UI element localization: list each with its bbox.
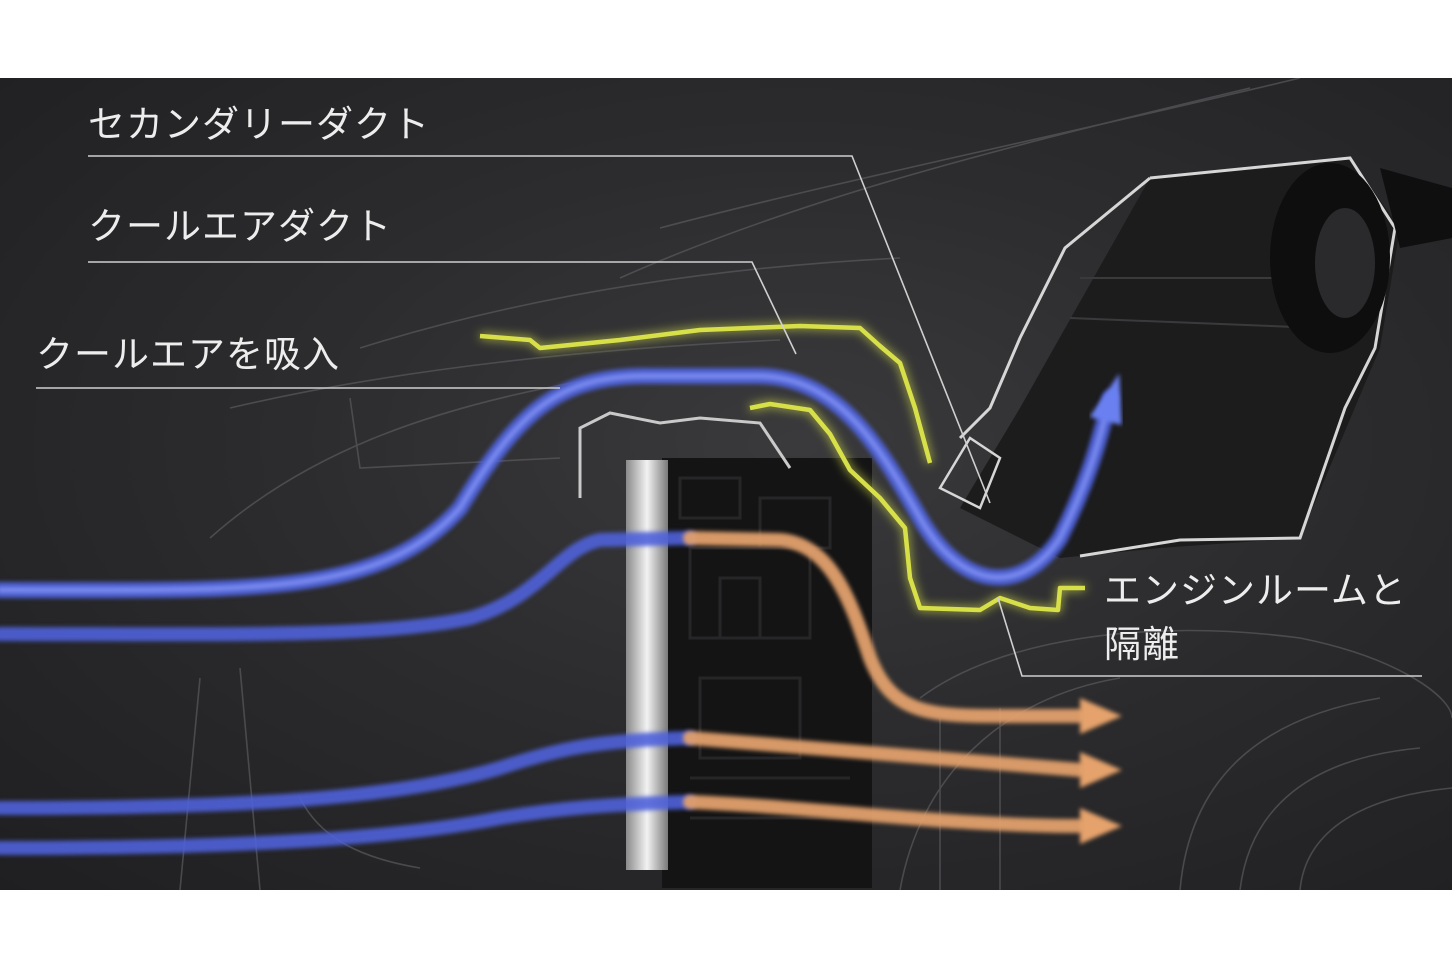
cool-air-flow-lines (0, 368, 1122, 855)
arrow-head-icon (1080, 752, 1122, 788)
duct-outline (479, 323, 1085, 613)
leader-line-engine-room (997, 597, 1422, 677)
airflow-diagram-panel: セカンダリーダクト クールエアダクト クールエアを吸入 エンジンルームと 隔離 (0, 78, 1452, 890)
label-engine-room-line1: エンジンルームと (1104, 569, 1407, 612)
arrow-head-icon (1080, 698, 1122, 734)
leader-line-secondary-duct (88, 155, 991, 504)
callout-leader-lines (36, 155, 1422, 677)
arrow-head-icon (1089, 373, 1122, 425)
label-cool-air-duct: クールエアダクト (88, 205, 392, 248)
leader-line-cool-air-duct (88, 261, 797, 355)
label-secondary-duct: セカンダリーダクト (88, 103, 430, 146)
label-engine-room-isolation: エンジンルームと 隔離 (1104, 564, 1407, 671)
car-wireframe-background (179, 78, 1452, 890)
air-filter-box-icon (938, 156, 1452, 558)
label-engine-room-line2: 隔離 (1104, 622, 1180, 666)
airflow-diagram (0, 78, 1452, 890)
arrow-head-icon (1080, 808, 1122, 844)
label-cool-air-intake: クールエアを吸入 (36, 333, 340, 376)
cool-air-flow-second (0, 531, 697, 642)
hot-air-flow-lines (683, 531, 1122, 844)
